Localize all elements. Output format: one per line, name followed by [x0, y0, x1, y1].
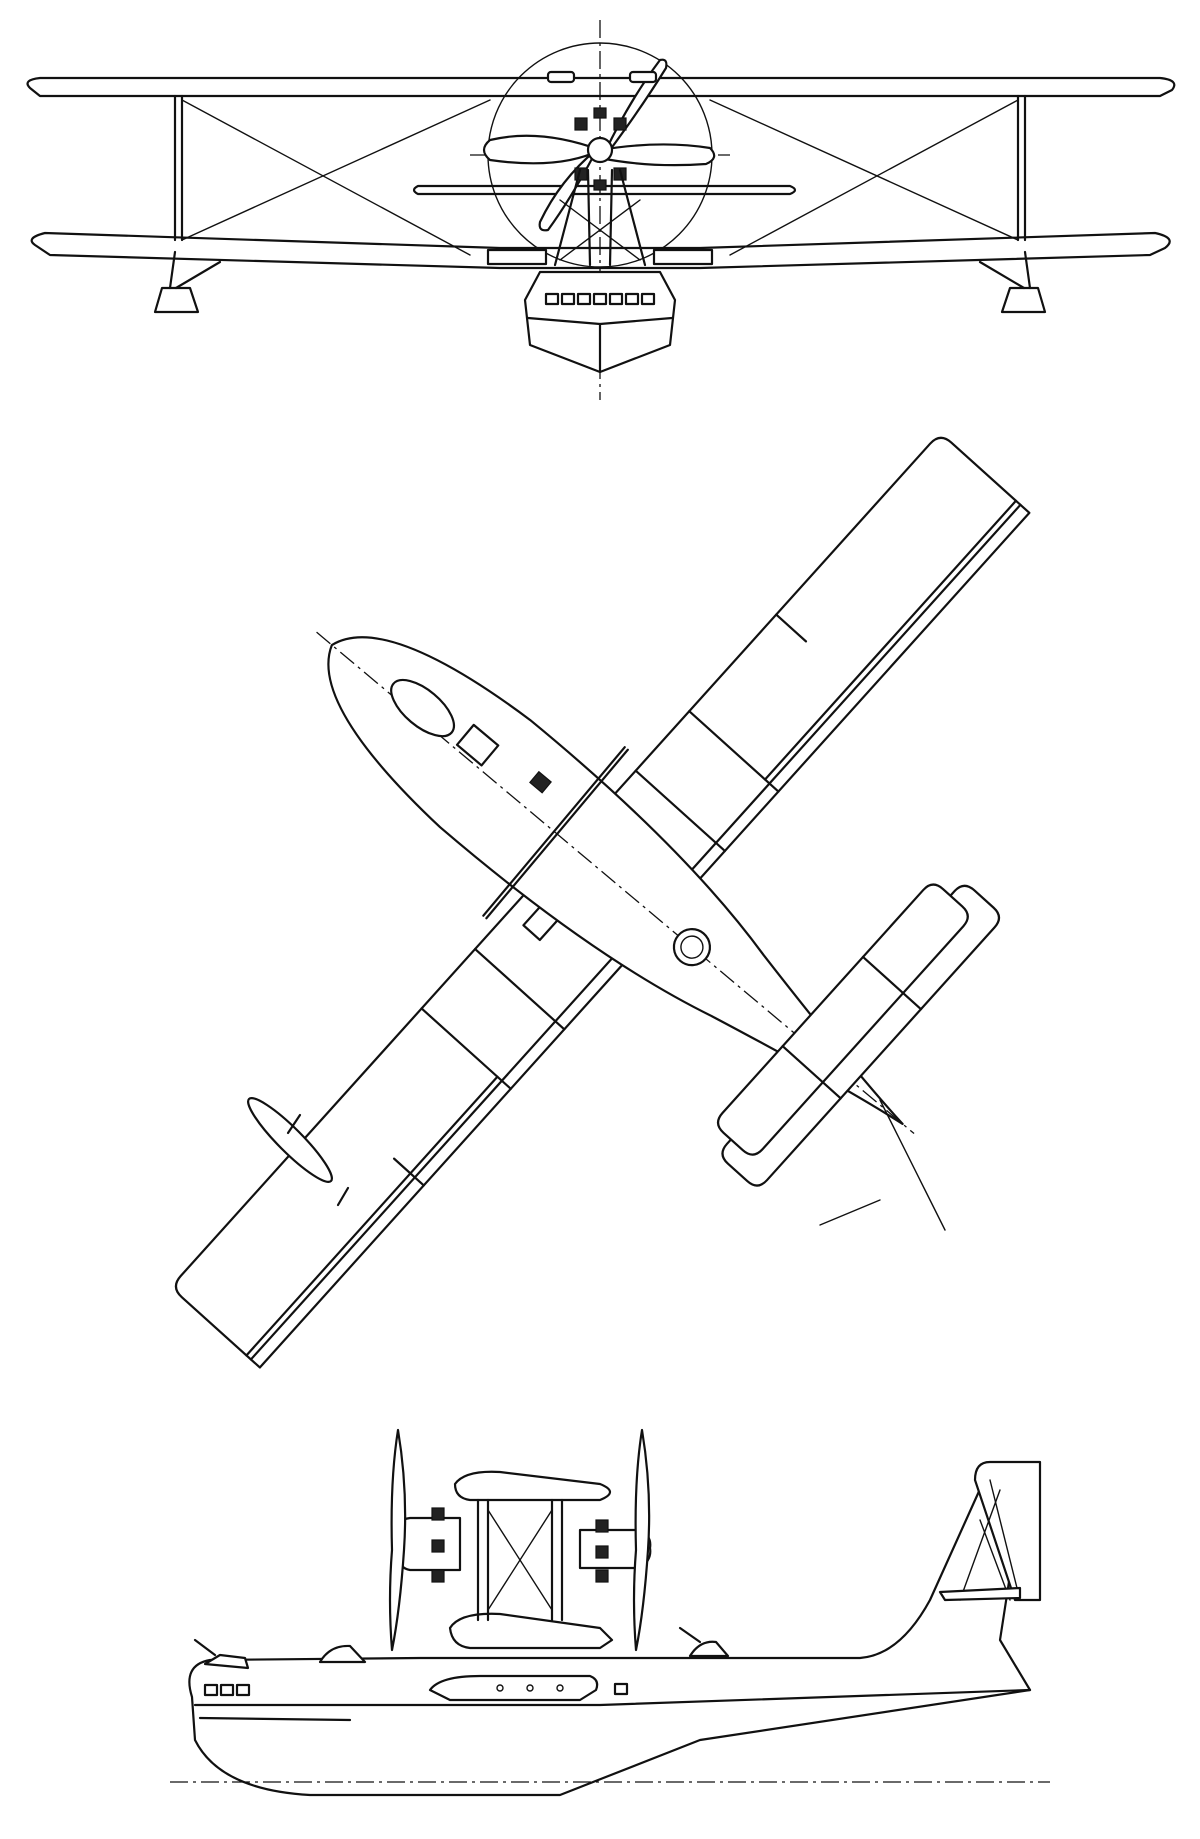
front-right-float [1000, 286, 1047, 314]
side-hull-windows [203, 1683, 251, 1697]
front-hull-windows [544, 292, 656, 306]
front-upper-wing [26, 76, 1176, 98]
side-front-propeller [388, 1428, 407, 1652]
front-lower-wing [30, 231, 1171, 270]
side-lower-wing [448, 1612, 614, 1650]
side-upper-wing [453, 1470, 612, 1502]
side-view [170, 1428, 1050, 1797]
side-fin [973, 1460, 1042, 1602]
plan-view [174, 436, 1031, 1369]
side-front-engine [397, 1516, 462, 1572]
front-view [26, 20, 1176, 400]
front-left-float [153, 286, 200, 314]
plan-hull [327, 636, 904, 1126]
side-rear-propeller [632, 1428, 651, 1652]
side-hull [188, 1476, 1032, 1797]
